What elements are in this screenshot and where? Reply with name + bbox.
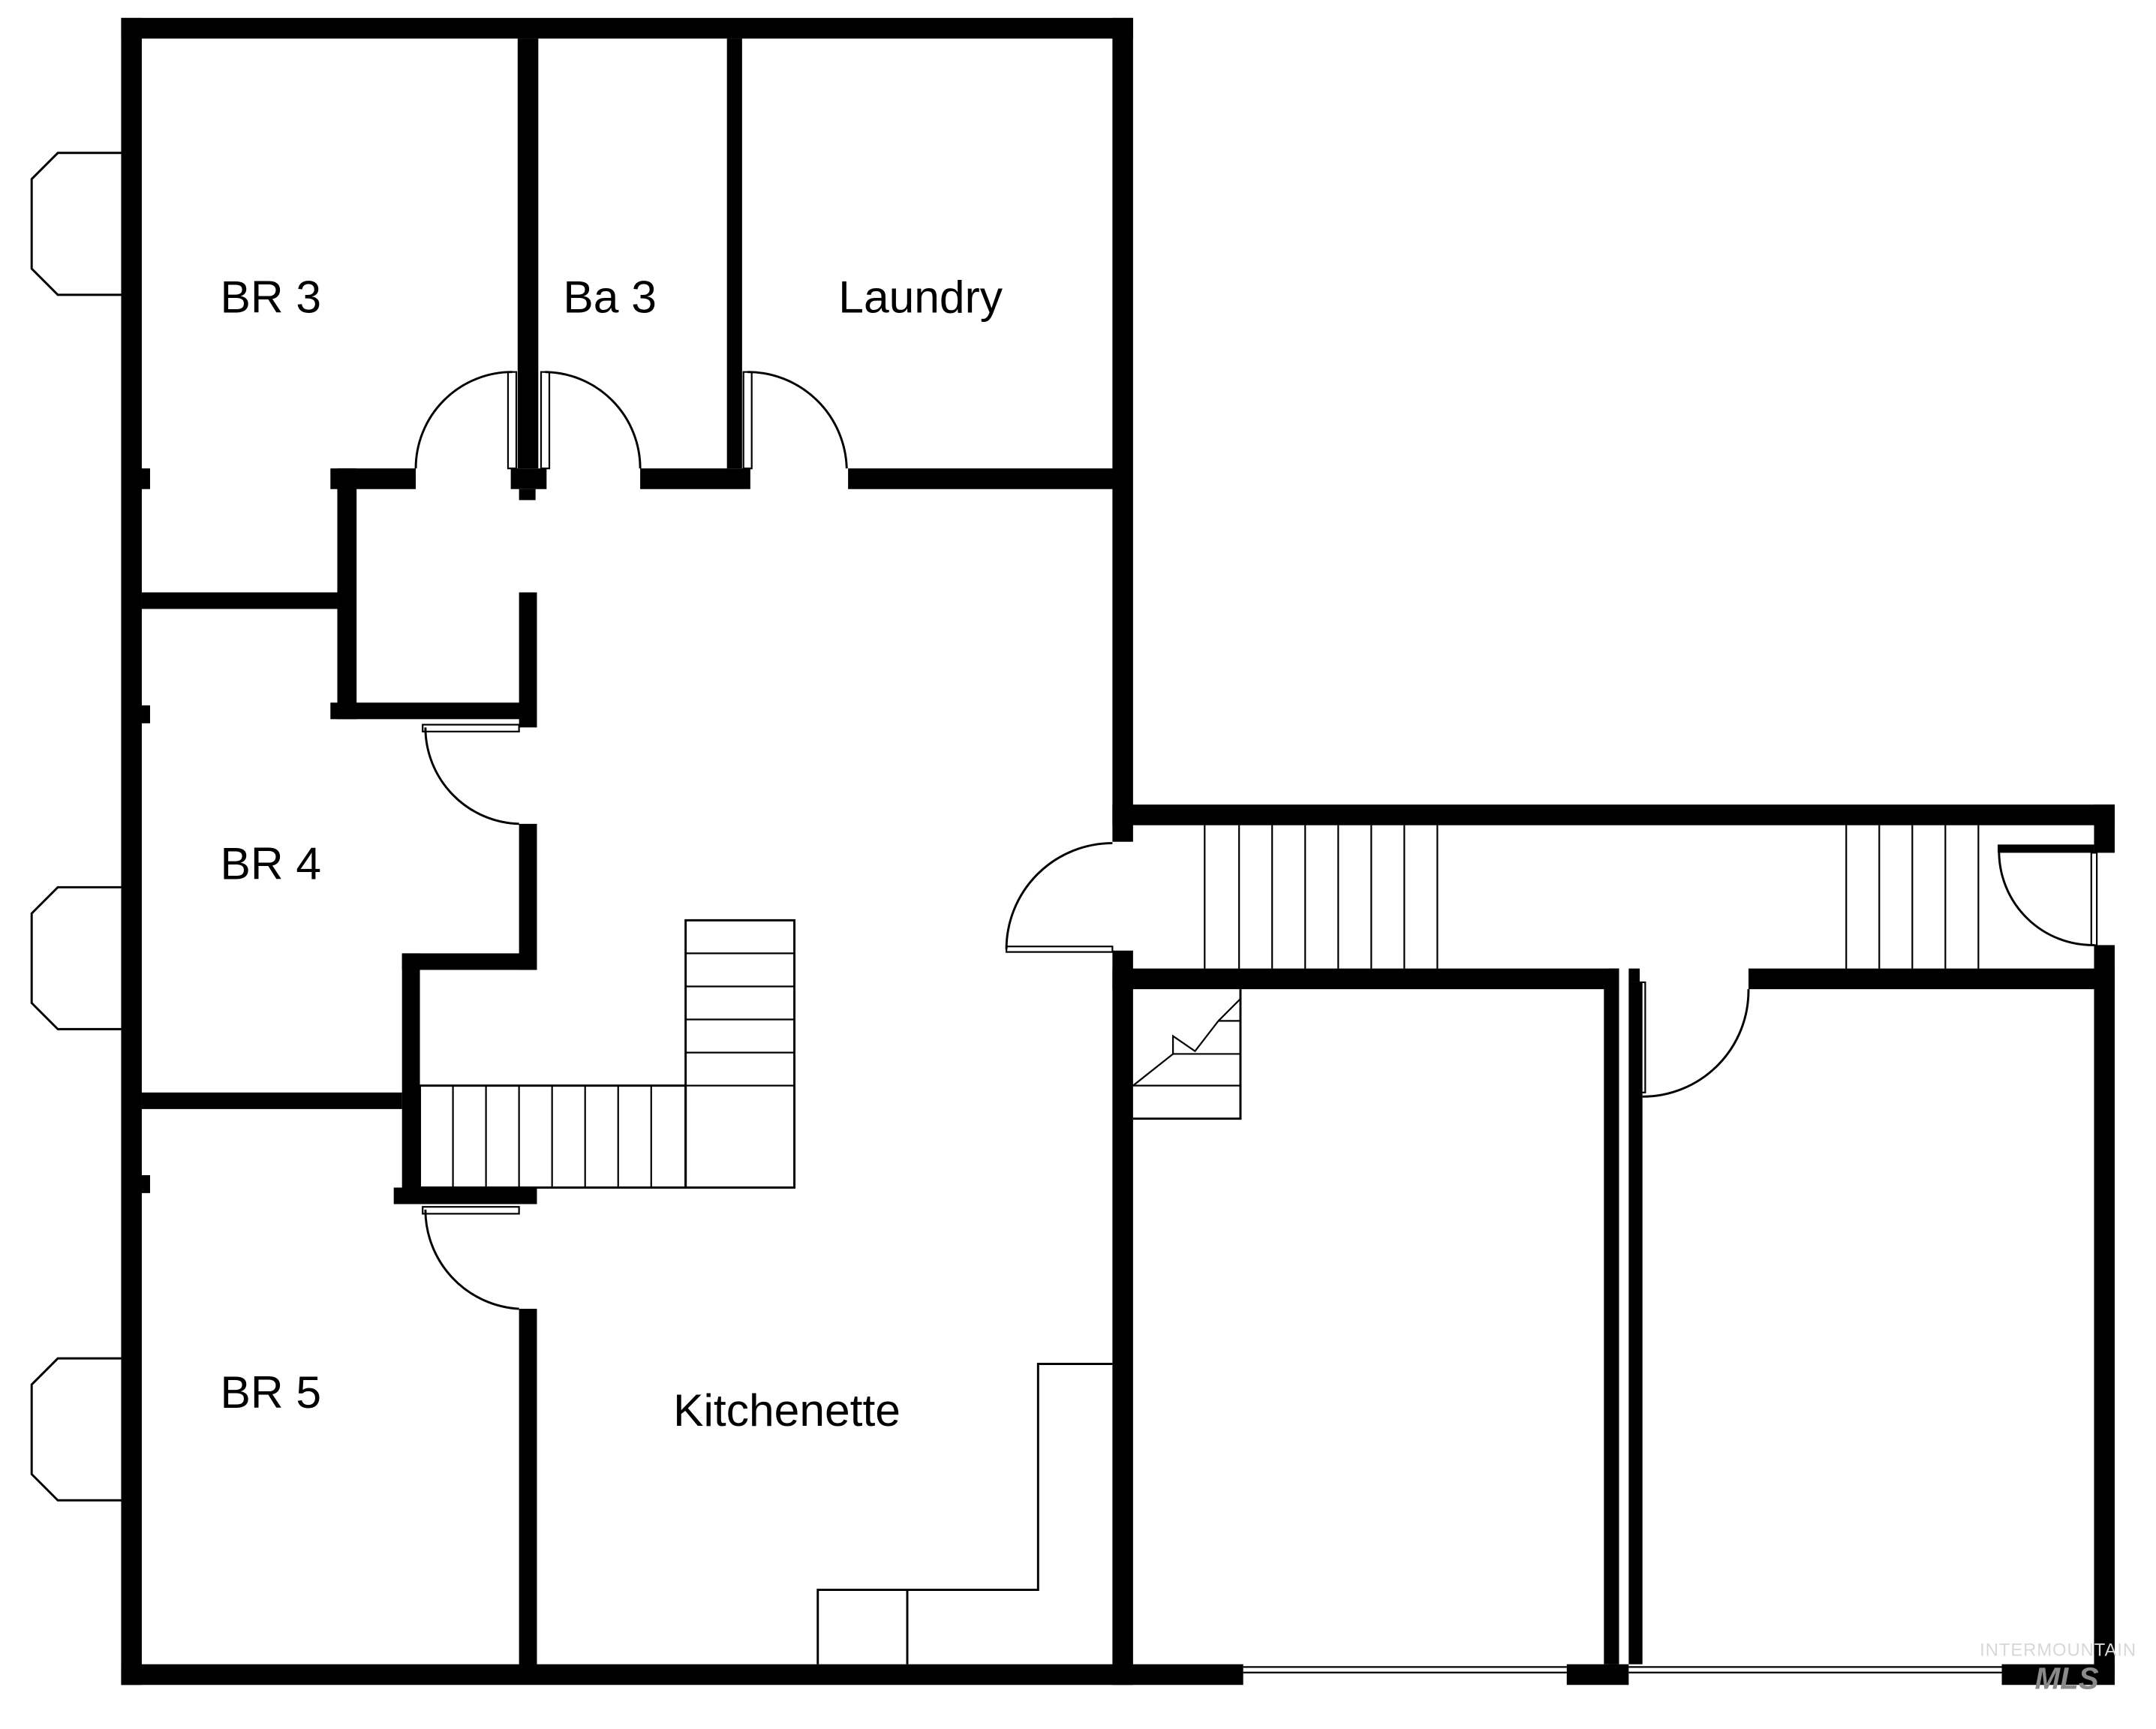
garage-door-openings xyxy=(1243,1666,2002,1673)
door-br5[interactable] xyxy=(422,1206,520,1310)
room-label-br3: BR 3 xyxy=(221,272,322,323)
room-label-ba3: Ba 3 xyxy=(563,272,657,323)
stairs-garage xyxy=(1132,989,1242,1120)
door-ba3[interactable] xyxy=(540,371,642,470)
interior-walls xyxy=(137,38,2115,1670)
kitchenette-counter xyxy=(816,1363,1113,1664)
bay-window-br3 xyxy=(30,152,134,296)
room-label-br5: BR 5 xyxy=(221,1367,322,1418)
stairs-upper-right xyxy=(1845,825,1980,969)
door-garage-right[interactable] xyxy=(1638,981,1750,1098)
exterior-walls xyxy=(121,17,2115,1685)
door-laundry[interactable] xyxy=(742,371,848,470)
stairs-main xyxy=(419,919,796,1189)
room-label-laundry: Laundry xyxy=(838,272,1003,323)
stairs-upper-left xyxy=(1204,825,1439,969)
door-br3[interactable] xyxy=(414,371,518,470)
room-label-br4: BR 4 xyxy=(221,837,322,889)
room-label-kitchenette: Kitchenette xyxy=(673,1385,901,1436)
door-stair-hall[interactable] xyxy=(1005,842,1114,953)
watermark-logo: MLS xyxy=(2035,1661,2099,1696)
bay-window-br5 xyxy=(30,1357,134,1502)
watermark-line1: INTERMOUNTAIN xyxy=(1980,1640,2136,1661)
bay-window-br4 xyxy=(30,886,134,1030)
door-right-closet[interactable] xyxy=(1998,852,2098,946)
door-br4[interactable] xyxy=(422,723,520,825)
